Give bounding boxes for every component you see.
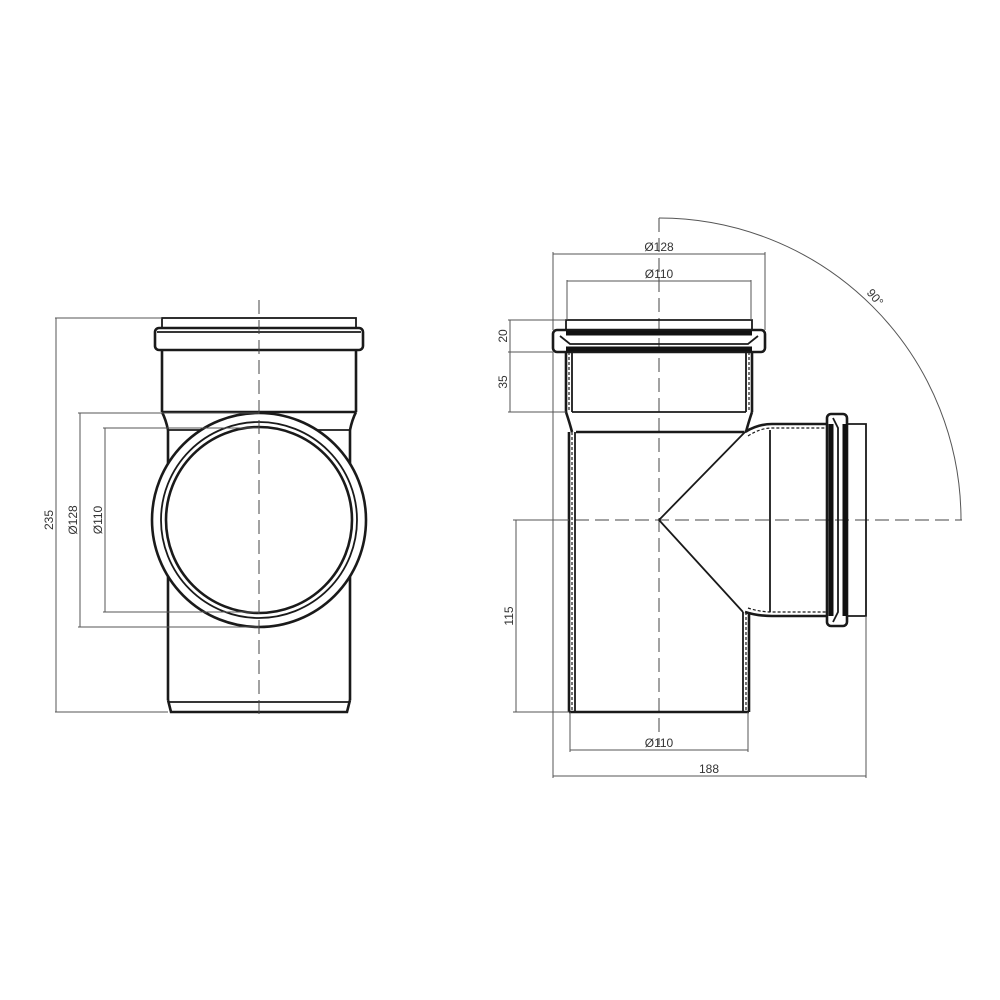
dim-20-label: 20 xyxy=(496,329,510,343)
front-taper-left xyxy=(160,411,170,431)
dim-side-110-label: Ø110 xyxy=(645,267,674,281)
side-view: 90° Ø128 Ø110 20 35 115 Ø110 188 xyxy=(496,217,962,778)
dim-188-label: 188 xyxy=(699,762,719,776)
branch-top-outer xyxy=(744,422,828,434)
side-socket-lip xyxy=(565,319,753,330)
branch-seal-lip xyxy=(832,417,839,623)
front-view: 235 Ø128 Ø110 xyxy=(42,300,368,720)
dim-side-128-label: Ø128 xyxy=(644,240,674,254)
branch-intersection-curve xyxy=(657,431,746,613)
dim-115-label: 115 xyxy=(502,606,516,625)
branch-bottom-hatch xyxy=(747,607,828,613)
side-socket-ring xyxy=(551,328,767,354)
branch-top-hatch xyxy=(747,427,828,437)
branch-socket-lip xyxy=(847,423,867,617)
side-taper-left xyxy=(564,411,574,433)
dim-angle-label: 90° xyxy=(864,286,887,309)
angle-arc xyxy=(658,217,962,521)
branch-bottom-outer xyxy=(744,610,828,618)
side-seal-lip xyxy=(559,335,759,345)
dim-235-label: 235 xyxy=(42,510,56,530)
dim-35-label: 35 xyxy=(496,375,510,389)
dim-110-label: Ø110 xyxy=(91,505,105,534)
dim-bottom-110-label: Ø110 xyxy=(645,736,674,750)
dim-128-label: Ø128 xyxy=(66,505,80,535)
front-taper-right xyxy=(348,411,358,431)
